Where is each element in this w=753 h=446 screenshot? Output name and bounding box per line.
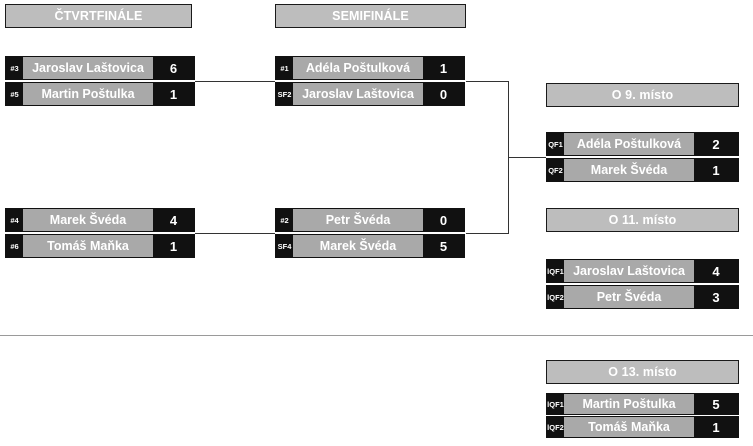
score: 0 xyxy=(439,212,448,228)
score: 1 xyxy=(439,60,448,76)
match-row: #1 Adéla Poštulková 1 xyxy=(275,56,465,80)
player-name: Jaroslav Laštovica xyxy=(564,260,694,282)
score: 1 xyxy=(169,238,178,254)
match-place-11: lQF1 Jaroslav Laštovica 4 lQF2 Petr Švéd… xyxy=(546,259,739,309)
header-place-13: O 13. místo xyxy=(546,360,739,384)
score: 3 xyxy=(712,289,720,305)
match-row: #3 Jaroslav Laštovica 6 xyxy=(5,56,195,80)
match-qf2: #4 Marek Švéda 4 #6 Tomáš Maňka 1 xyxy=(5,208,195,258)
score: 0 xyxy=(439,86,448,102)
seed-label: SF4 xyxy=(277,241,292,251)
connector-qf1-sf1 xyxy=(195,81,275,82)
match-row: SF4 Marek Švéda 5 xyxy=(275,234,465,258)
match-sf2: #2 Petr Švéda 0 SF4 Marek Švéda 5 xyxy=(275,208,465,258)
score: 2 xyxy=(712,136,720,152)
match-row: #6 Tomáš Maňka 1 xyxy=(5,234,195,258)
match-row: lQF1 Jaroslav Laštovica 4 xyxy=(546,259,739,283)
seed-label: SF2 xyxy=(277,89,292,99)
header-quarterfinal: ČTVRTFINÁLE xyxy=(5,4,192,28)
match-row: lQF1 Martin Poštulka 5 xyxy=(546,393,739,415)
player-name: Jaroslav Laštovica xyxy=(23,57,153,79)
score: 5 xyxy=(712,396,720,412)
player-name: Adéla Poštulková xyxy=(293,57,423,79)
player-name: Jaroslav Laštovica xyxy=(293,83,423,105)
seed-label: lQF1 xyxy=(547,399,564,409)
match-row: QF2 Marek Švéda 1 xyxy=(546,158,739,182)
score: 5 xyxy=(439,238,448,254)
connector-sf2-out xyxy=(466,233,508,234)
player-name: Tomáš Maňka xyxy=(23,235,153,257)
player-name: Martin Poštulka xyxy=(23,83,153,105)
match-row: #2 Petr Švéda 0 xyxy=(275,208,465,232)
player-name: Marek Švéda xyxy=(293,235,423,257)
match-row: lQF2 Petr Švéda 3 xyxy=(546,285,739,309)
seed-label: QF2 xyxy=(548,165,563,175)
match-row: #4 Marek Švéda 4 xyxy=(5,208,195,232)
match-place-9: QF1 Adéla Poštulková 2 QF2 Marek Švéda 1 xyxy=(546,132,739,182)
player-name: Petr Švéda xyxy=(293,209,423,231)
player-name: Petr Švéda xyxy=(564,286,694,308)
match-qf1: #3 Jaroslav Laštovica 6 #5 Martin Poštul… xyxy=(5,56,195,106)
seed-label: #1 xyxy=(280,63,289,73)
score: 1 xyxy=(169,86,178,102)
section-divider xyxy=(0,335,753,336)
match-place-13: lQF1 Martin Poštulka 5 lQF2 Tomáš Maňka … xyxy=(546,393,739,438)
seed-label: #2 xyxy=(280,215,289,225)
match-sf1: #1 Adéla Poštulková 1 SF2 Jaroslav Lašto… xyxy=(275,56,465,106)
seed-label: lQF1 xyxy=(547,266,564,276)
score: 1 xyxy=(712,419,720,435)
connector-sf1-out xyxy=(466,81,508,82)
player-name: Marek Švéda xyxy=(23,209,153,231)
score: 1 xyxy=(712,162,720,178)
header-place-11: O 11. místo xyxy=(546,208,739,232)
seed-label: QF1 xyxy=(548,139,563,149)
match-row: lQF2 Tomáš Maňka 1 xyxy=(546,416,739,438)
connector-to-place9 xyxy=(508,157,546,158)
score: 6 xyxy=(169,60,178,76)
player-name: Martin Poštulka xyxy=(564,394,694,414)
seed-label: #6 xyxy=(10,241,19,251)
player-name: Adéla Poštulková xyxy=(564,133,694,155)
seed-label: lQF2 xyxy=(547,422,564,432)
score: 4 xyxy=(169,212,178,228)
connector-qf2-sf2 xyxy=(195,233,275,234)
score: 4 xyxy=(712,263,720,279)
seed-label: #3 xyxy=(10,63,19,73)
seed-label: #4 xyxy=(10,215,19,225)
match-row: QF1 Adéla Poštulková 2 xyxy=(546,132,739,156)
header-place-9: O 9. místo xyxy=(546,83,739,107)
match-row: SF2 Jaroslav Laštovica 0 xyxy=(275,82,465,106)
player-name: Marek Švéda xyxy=(564,159,694,181)
match-row: #5 Martin Poštulka 1 xyxy=(5,82,195,106)
header-semifinal: SEMIFINÁLE xyxy=(275,4,466,28)
seed-label: lQF2 xyxy=(547,292,564,302)
seed-label: #5 xyxy=(10,89,19,99)
player-name: Tomáš Maňka xyxy=(564,417,694,437)
